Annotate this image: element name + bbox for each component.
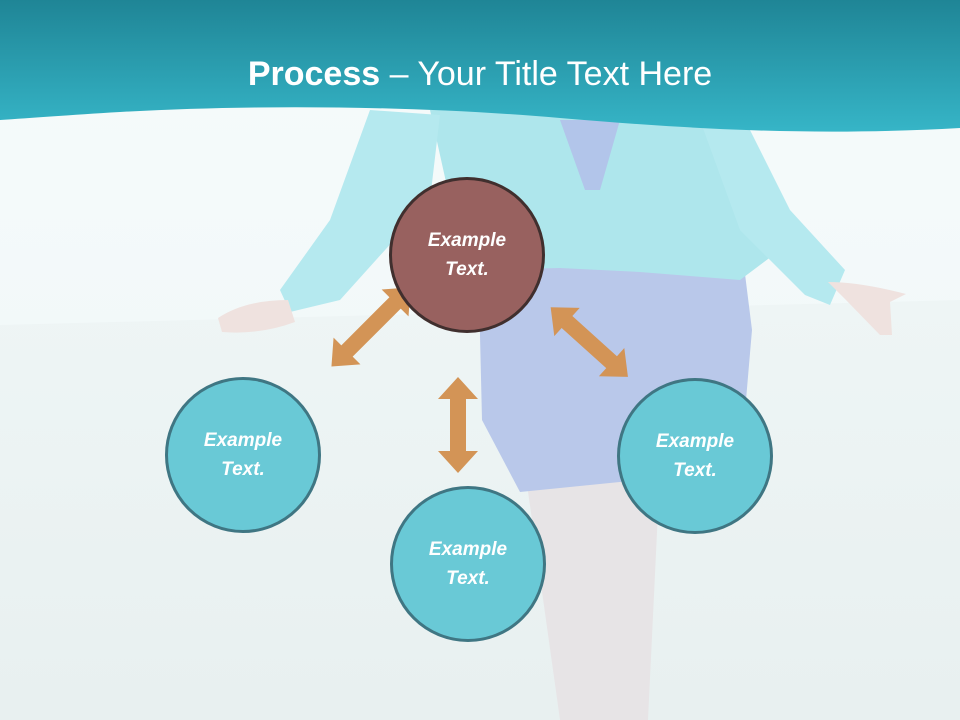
bottom-node: Example Text. [390, 486, 546, 642]
right-node-text: Example Text. [655, 431, 735, 481]
double-arrow-top-left [331, 287, 411, 367]
bottom-node-text: Example Text. [428, 539, 508, 589]
double-arrow-top-right [550, 307, 628, 377]
left-node: Example Text. [165, 377, 321, 533]
title-rest: – Your Title Text Here [380, 55, 713, 93]
slide-title: Process – Your Title Text Here [0, 52, 960, 96]
right-node: Example Text. [617, 378, 773, 534]
center-node-text: Example Text. [427, 230, 507, 280]
left-node-text: Example Text. [203, 430, 283, 480]
double-arrow-vertical [438, 377, 478, 473]
title-bold: Process [247, 55, 381, 93]
center-node: Example Text. [389, 177, 545, 333]
